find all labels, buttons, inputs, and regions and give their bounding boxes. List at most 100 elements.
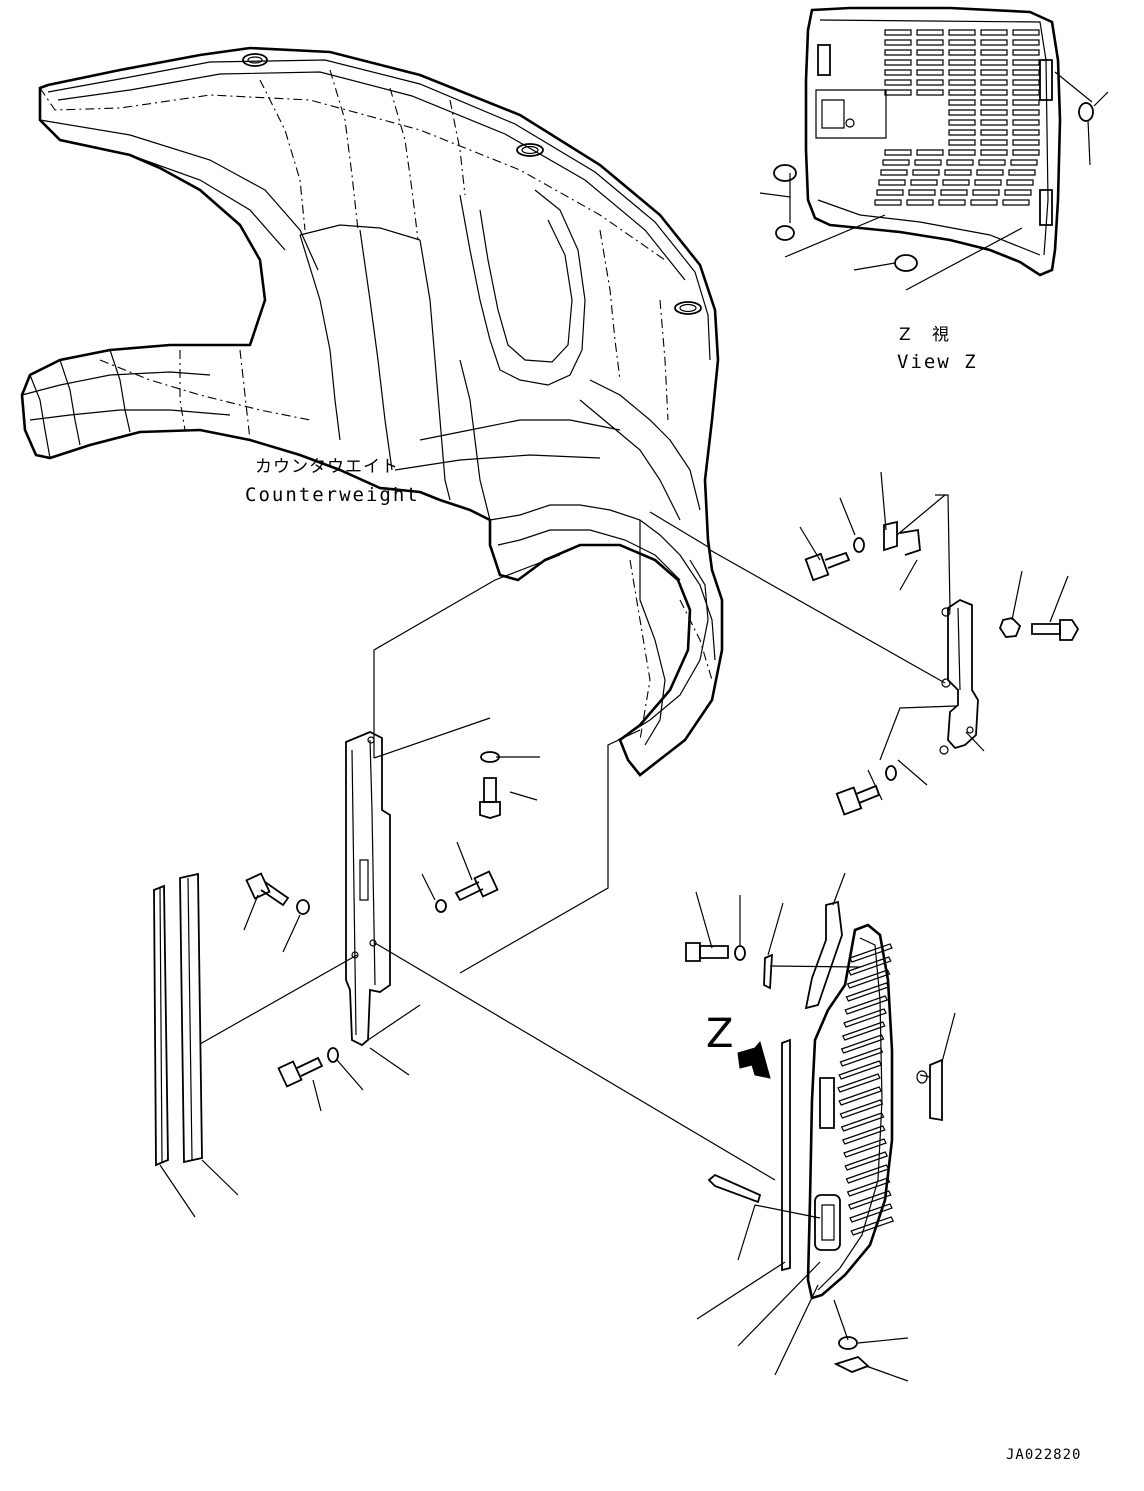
grille-slot	[1013, 30, 1039, 35]
washer-right-lower	[886, 766, 896, 780]
clip-grille	[764, 955, 772, 988]
bracket-right	[940, 600, 978, 754]
grille-slot	[981, 30, 1007, 35]
washer-left-upper	[297, 900, 309, 914]
grille-slot	[949, 30, 975, 35]
grille-slot	[917, 90, 943, 95]
grille-slot	[844, 1139, 886, 1157]
grille-slot	[844, 1009, 886, 1027]
view-z-label-jp: Z 視	[899, 325, 952, 345]
grille-slot	[909, 190, 935, 195]
latch	[917, 1060, 942, 1120]
grille-slot	[981, 140, 1007, 145]
grille-slot	[885, 150, 911, 155]
bolt-right-upper	[806, 553, 849, 580]
grille-slot	[917, 60, 943, 65]
grille-slot	[977, 170, 1003, 175]
view-z-label: View Z	[897, 351, 978, 373]
grille-slot	[879, 180, 905, 185]
bolt-grille	[686, 943, 728, 961]
grille-slot	[881, 170, 907, 175]
grille-slot	[1007, 180, 1033, 185]
grille-slot	[849, 957, 891, 975]
grille-cover	[808, 925, 893, 1298]
grille-slot	[885, 70, 911, 75]
grille-slot	[911, 180, 937, 185]
grille-slot	[875, 200, 901, 205]
grille-slot	[981, 70, 1007, 75]
grille-slots	[838, 944, 893, 1235]
grille-slot	[840, 1100, 882, 1118]
grille-slot	[1013, 150, 1039, 155]
grille-slot	[981, 150, 1007, 155]
grille-slot	[981, 50, 1007, 55]
grille-slot	[885, 90, 911, 95]
z-arrow-label: Z	[706, 1011, 734, 1057]
grille-slot	[949, 120, 975, 125]
grille-slot	[981, 130, 1007, 135]
grille-slot	[839, 1087, 881, 1105]
bolt-left-upper	[247, 874, 288, 905]
grille-slot	[981, 100, 1007, 105]
grille-slot	[1013, 120, 1039, 125]
grille-slot	[885, 40, 911, 45]
grille-slot	[850, 944, 892, 962]
grille-slot	[1013, 130, 1039, 135]
leaders-left	[160, 555, 775, 1217]
counterweight-label-jp: カウンタウエイト	[255, 457, 399, 477]
grille-slot	[949, 50, 975, 55]
washer-grille	[735, 946, 745, 960]
view-z-slots	[875, 30, 1039, 205]
leaders-grille	[696, 873, 955, 1381]
grille-slot	[842, 1113, 884, 1131]
leaders-right	[650, 472, 1068, 800]
grille-slot	[845, 996, 887, 1014]
grille-slot	[850, 1204, 892, 1222]
grille-slot	[971, 200, 997, 205]
seal-strip-left	[154, 886, 168, 1165]
grille-slot	[917, 30, 943, 35]
grille-slot	[848, 970, 890, 988]
grille-slot	[840, 1048, 882, 1066]
grille-slot	[979, 160, 1005, 165]
grille-slot	[917, 150, 943, 155]
grille-slot	[1013, 70, 1039, 75]
grille-slot	[1013, 60, 1039, 65]
grille-slot	[981, 120, 1007, 125]
grille-slot	[1013, 40, 1039, 45]
bolt-left-lower	[279, 1058, 322, 1086]
grille-slot	[949, 40, 975, 45]
grille-slot	[839, 1061, 881, 1079]
grille-slot	[843, 1126, 885, 1144]
counterweight-label: Counterweight	[245, 484, 420, 506]
grille-slot	[949, 100, 975, 105]
grille-slot	[877, 190, 903, 195]
grille-slot	[848, 1178, 890, 1196]
grille-slot	[1009, 170, 1035, 175]
grille-slot	[846, 1165, 888, 1183]
grille-slot	[917, 80, 943, 85]
drawing-code: JA022820	[1006, 1447, 1082, 1463]
grille-slot	[975, 180, 1001, 185]
grille-slot	[949, 140, 975, 145]
grille-slot	[949, 60, 975, 65]
grille-slot	[981, 80, 1007, 85]
grille-slot	[1013, 50, 1039, 55]
grille-slot	[981, 60, 1007, 65]
grille-slot	[941, 190, 967, 195]
grille-slot	[1013, 110, 1039, 115]
grille-slot	[885, 60, 911, 65]
grille-slot	[949, 70, 975, 75]
grille-slot	[842, 1035, 884, 1053]
grille-slot	[943, 180, 969, 185]
grille-slot	[939, 200, 965, 205]
grille-slot	[917, 40, 943, 45]
grille-slot	[913, 170, 939, 175]
counterweight	[22, 48, 722, 775]
grille-slot	[945, 170, 971, 175]
washer-left-mid	[436, 900, 446, 912]
spacer-bar-left	[180, 874, 202, 1162]
grille-slot	[885, 80, 911, 85]
grille-slot	[917, 50, 943, 55]
grille-slot	[981, 40, 1007, 45]
